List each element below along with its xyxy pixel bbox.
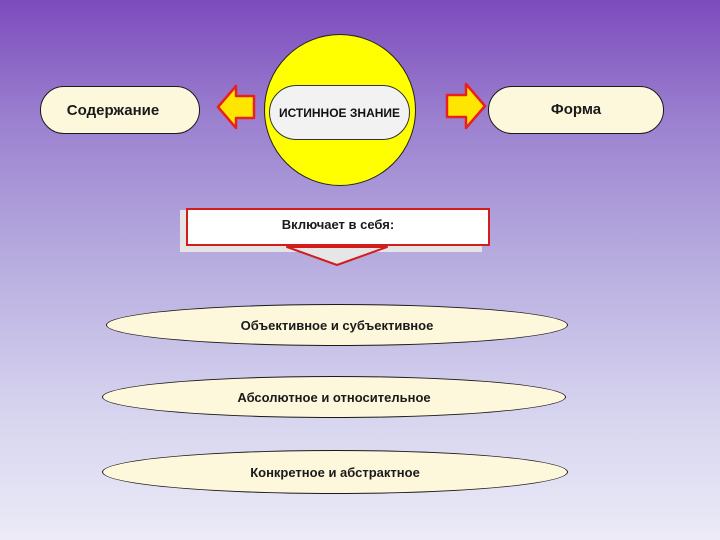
item-label: Конкретное и абстрактное [250, 464, 420, 480]
form-box: Форма [488, 86, 664, 134]
arrow-right-icon [445, 82, 487, 130]
arrow-left-icon [216, 84, 256, 130]
includes-box: Включает в себя: [186, 208, 490, 246]
true-knowledge-label: ИСТИННОЕ ЗНАНИЕ [278, 105, 401, 120]
true-knowledge-box: ИСТИННОЕ ЗНАНИЕ [269, 85, 410, 140]
item-concrete-abstract: Конкретное и абстрактное [102, 450, 568, 494]
content-label: Содержание [66, 101, 160, 119]
item-absolute-relative: Абсолютное и относительное [102, 376, 566, 418]
item-label: Объективное и субъективное [240, 317, 434, 333]
item-objective-subjective: Объективное и субъективное [106, 304, 568, 346]
includes-label: Включает в себя: [281, 217, 395, 232]
arrow-down-icon [286, 246, 388, 266]
form-label: Форма [550, 101, 602, 118]
content-box: Содержание [40, 86, 200, 134]
item-label: Абсолютное и относительное [237, 389, 431, 405]
